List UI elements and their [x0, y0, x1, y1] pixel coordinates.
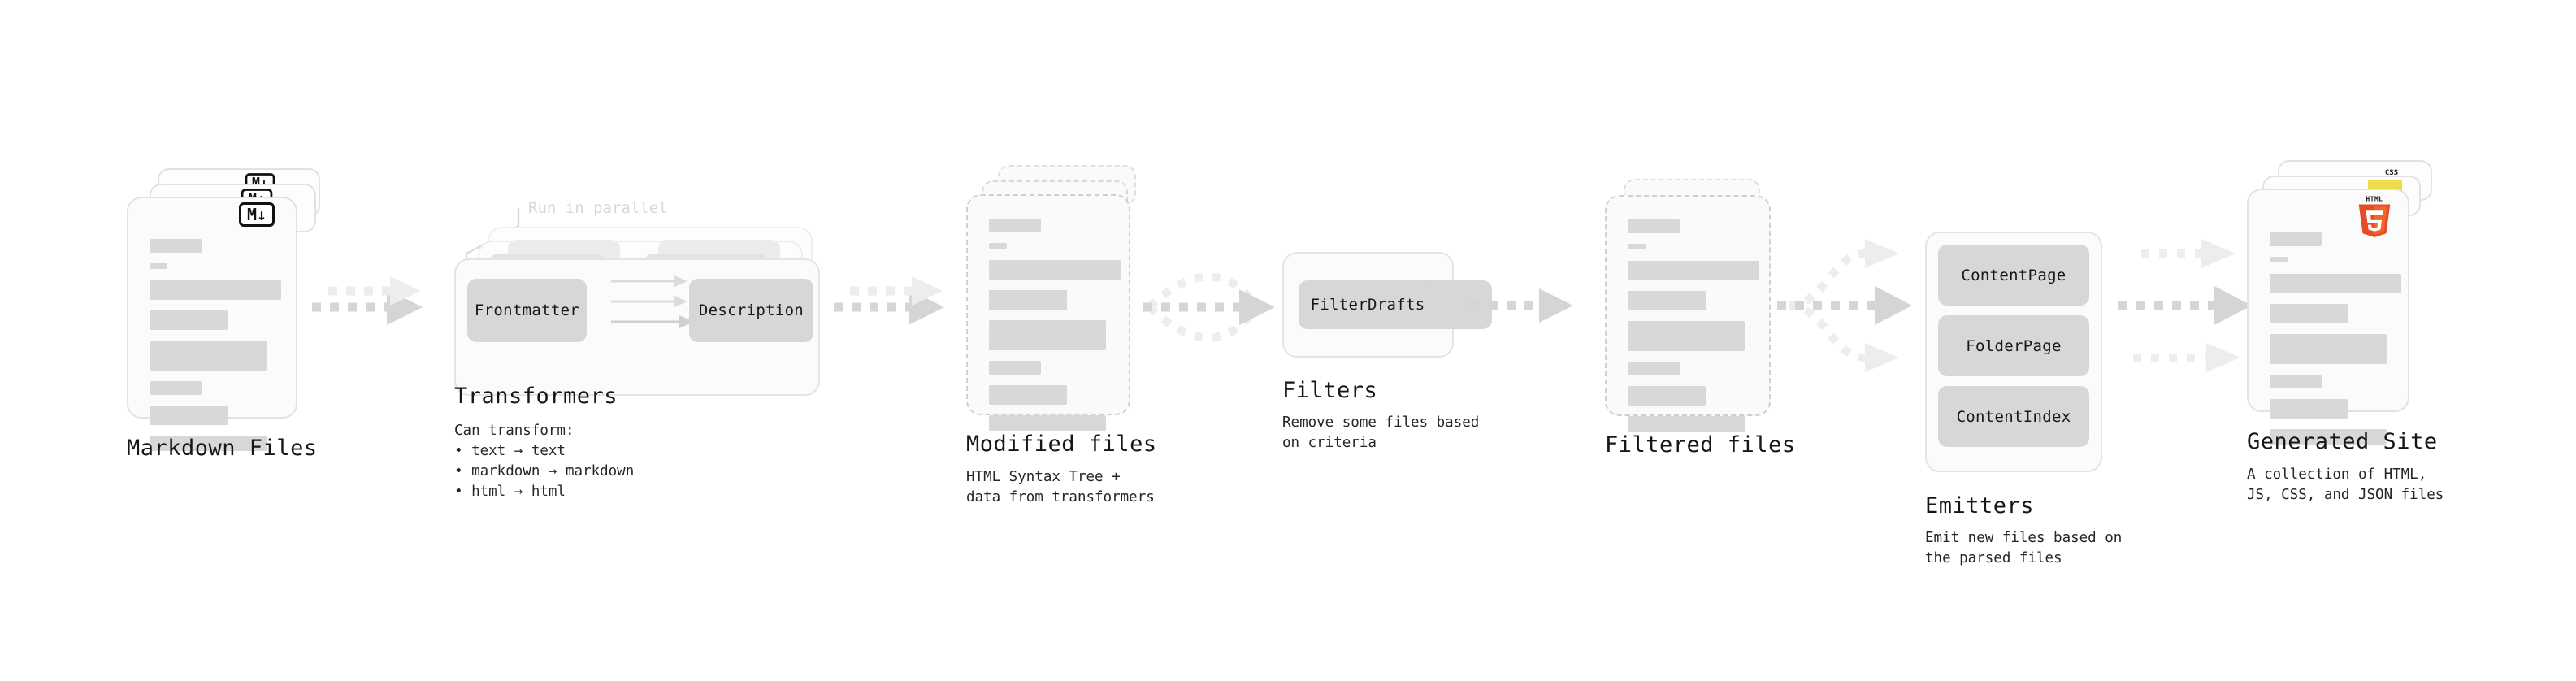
html5-badge-icon: HTML — [2358, 196, 2391, 238]
stage-desc-transformers: Can transform: • text → text • markdown … — [454, 423, 635, 500]
skeleton-bar — [1628, 416, 1745, 432]
skeleton-bar — [989, 260, 1121, 280]
skeleton-bar — [2270, 304, 2348, 323]
skeleton-bar — [150, 381, 202, 395]
emitters-chip-contentpage[interactable]: ContentPage — [1938, 245, 2089, 306]
skeleton-bar — [989, 320, 1106, 350]
skeleton-bar — [150, 436, 267, 451]
chip-label: Description — [698, 301, 804, 319]
transformers-chip-frontmatter[interactable]: Frontmatter — [467, 279, 587, 342]
chip-label: ContentPage — [1961, 266, 2066, 284]
run-in-parallel-label: Run in parallel — [528, 199, 668, 217]
skeleton-bar — [989, 219, 1041, 232]
modified-skeleton — [989, 219, 1121, 441]
skeleton-bar — [989, 290, 1067, 310]
skeleton-bar — [2270, 429, 2387, 445]
stage-desc-generated-site: A collection of HTML, JS, CSS, and JSON … — [2247, 466, 2444, 503]
skeleton-bar — [2270, 334, 2387, 364]
skeleton-bar — [150, 340, 267, 371]
filters-chip-filterdrafts-visible[interactable]: FilterDrafts — [1299, 280, 1437, 329]
filtered-card-front — [1605, 195, 1771, 432]
connector-modified-to-filters — [1143, 272, 1275, 342]
connector-transformers-to-modified — [834, 276, 944, 325]
connector-filtered-to-emitters — [1777, 239, 1912, 372]
stage-title-modified-files: Modified files — [966, 432, 1157, 457]
chip-label: Frontmatter — [474, 301, 580, 319]
skeleton-bar — [989, 385, 1067, 405]
stage-title-emitters: Emitters — [1925, 493, 2035, 518]
skeleton-bar — [989, 361, 1041, 375]
connector-emitters-to-site — [2118, 239, 2252, 372]
connector-md-to-transformers — [312, 276, 423, 325]
skeleton-bar — [2270, 399, 2348, 419]
stage-desc-emitters: Emit new files based on the parsed files — [1925, 530, 2123, 566]
stage-title-generated-site: Generated Site — [2247, 429, 2438, 454]
stage-desc-modified-files: HTML Syntax Tree + data from transformer… — [966, 469, 1155, 505]
skeleton-bar — [2270, 375, 2322, 388]
connector-filters-to-filtered — [1471, 288, 1573, 323]
modified-card-front — [966, 194, 1130, 431]
skeleton-bar — [1628, 362, 1680, 375]
skeleton-bar — [1628, 321, 1745, 351]
skeleton-bar — [150, 280, 281, 300]
emitters-chip-folderpage[interactable]: FolderPage — [1938, 315, 2089, 376]
skeleton-bar — [150, 310, 228, 330]
svg-text:HTML: HTML — [2366, 196, 2383, 203]
skeleton-bar — [1628, 244, 1646, 249]
site-skeleton — [2270, 232, 2401, 455]
svg-text:CSS: CSS — [2385, 169, 2398, 177]
skeleton-bar — [1628, 261, 1759, 280]
emitters-chip-contentindex[interactable]: ContentIndex — [1938, 386, 2089, 447]
skeleton-bar — [150, 263, 167, 269]
transformers-chip-description[interactable]: Description — [689, 279, 813, 342]
stage-title-filters: Filters — [1282, 378, 1378, 403]
skeleton-bar — [150, 239, 202, 253]
site-card-front — [2247, 189, 2409, 445]
stage-title-filtered-files: Filtered files — [1605, 432, 1796, 458]
skeleton-bar — [2270, 257, 2288, 262]
chip-label: FilterDrafts — [1310, 296, 1425, 314]
markdown-card-front — [127, 197, 297, 451]
skeleton-bar — [1628, 291, 1706, 310]
skeleton-bar — [1628, 219, 1680, 233]
filtered-skeleton — [1628, 219, 1759, 442]
stage-desc-filters: Remove some files based on criteria — [1282, 414, 1480, 451]
skeleton-bar — [2270, 274, 2401, 293]
stage-title-markdown-files: Markdown Files — [127, 436, 318, 461]
skeleton-bar — [989, 243, 1007, 249]
chip-label: ContentIndex — [1956, 407, 2071, 426]
stage-title-transformers: Transformers — [454, 384, 618, 409]
transformers-inner-arrows — [611, 275, 694, 328]
skeleton-bar — [989, 415, 1106, 431]
markdown-badge-icon: M↓ — [239, 202, 275, 227]
skeleton-bar — [2270, 232, 2322, 246]
skeleton-bar — [1628, 386, 1706, 406]
markdown-skeleton — [150, 239, 281, 462]
chip-label: FolderPage — [1966, 336, 2062, 355]
skeleton-bar — [150, 406, 228, 425]
